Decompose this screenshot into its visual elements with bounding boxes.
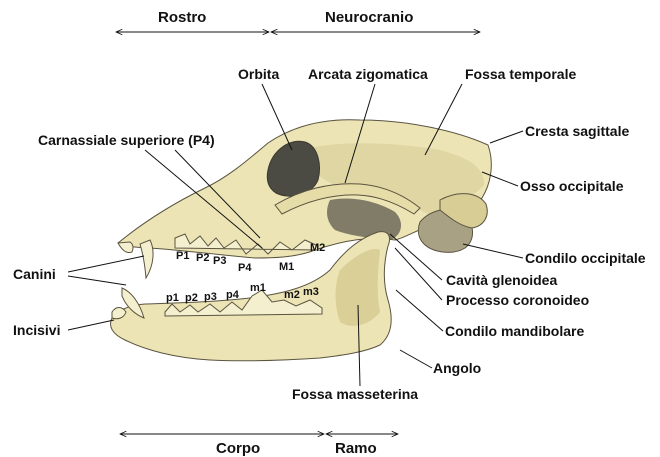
tooth-upper-p4: P4 — [238, 262, 252, 274]
tooth-lower-p4: p4 — [226, 289, 240, 301]
label-condilo-mandibolare: Condilo mandibolare — [445, 323, 584, 339]
label-angolo: Angolo — [433, 360, 481, 376]
tooth-upper-p1: P1 — [176, 250, 189, 262]
line-angolo — [400, 350, 432, 368]
label-neurocranio: Neurocranio — [325, 9, 413, 26]
tooth-lower-p1: p1 — [166, 292, 179, 304]
tooth-lower-m1: m1 — [250, 282, 266, 294]
tooth-lower-p3: p3 — [204, 291, 217, 303]
label-osso-occipitale: Osso occipitale — [520, 178, 624, 194]
line-cresta — [490, 131, 523, 143]
upper-canine — [140, 240, 153, 278]
tooth-upper-p2: P2 — [196, 252, 209, 264]
label-incisivi: Incisivi — [13, 322, 60, 338]
skull-illustration — [111, 120, 492, 361]
line-incisivi — [68, 320, 114, 330]
label-processo-coronoideo: Processo coronoideo — [446, 292, 589, 308]
label-fossa-temporale: Fossa temporale — [465, 66, 576, 82]
label-fossa-masseterina: Fossa masseterina — [292, 386, 418, 402]
label-carnassiale-superiore: Carnassiale superiore (P4) — [38, 132, 215, 148]
label-canini: Canini — [13, 266, 56, 282]
label-ramo: Ramo — [335, 440, 377, 457]
line-condilo-occ — [463, 244, 523, 258]
upper-incisors — [118, 242, 133, 253]
label-cavita-glenoidea: Cavità glenoidea — [446, 272, 557, 288]
label-rostro: Rostro — [158, 9, 206, 26]
line-canini-2 — [68, 276, 126, 285]
line-condilo-mand — [396, 290, 443, 331]
tooth-upper-p3: P3 — [213, 255, 226, 267]
tooth-upper-m2: M2 — [310, 242, 325, 254]
label-corpo: Corpo — [216, 440, 260, 457]
label-condilo-occipitale: Condilo occipitale — [525, 250, 646, 266]
label-orbita: Orbita — [238, 66, 279, 82]
line-canini-1 — [68, 256, 144, 272]
tooth-upper-m1: M1 — [279, 261, 294, 273]
tooth-lower-m3: m3 — [303, 286, 319, 298]
tooth-lower-p2: p2 — [185, 292, 198, 304]
label-arcata-zigomatica: Arcata zigomatica — [308, 66, 428, 82]
label-cresta-sagittale: Cresta sagittale — [525, 123, 629, 139]
tooth-lower-m2: m2 — [284, 289, 300, 301]
